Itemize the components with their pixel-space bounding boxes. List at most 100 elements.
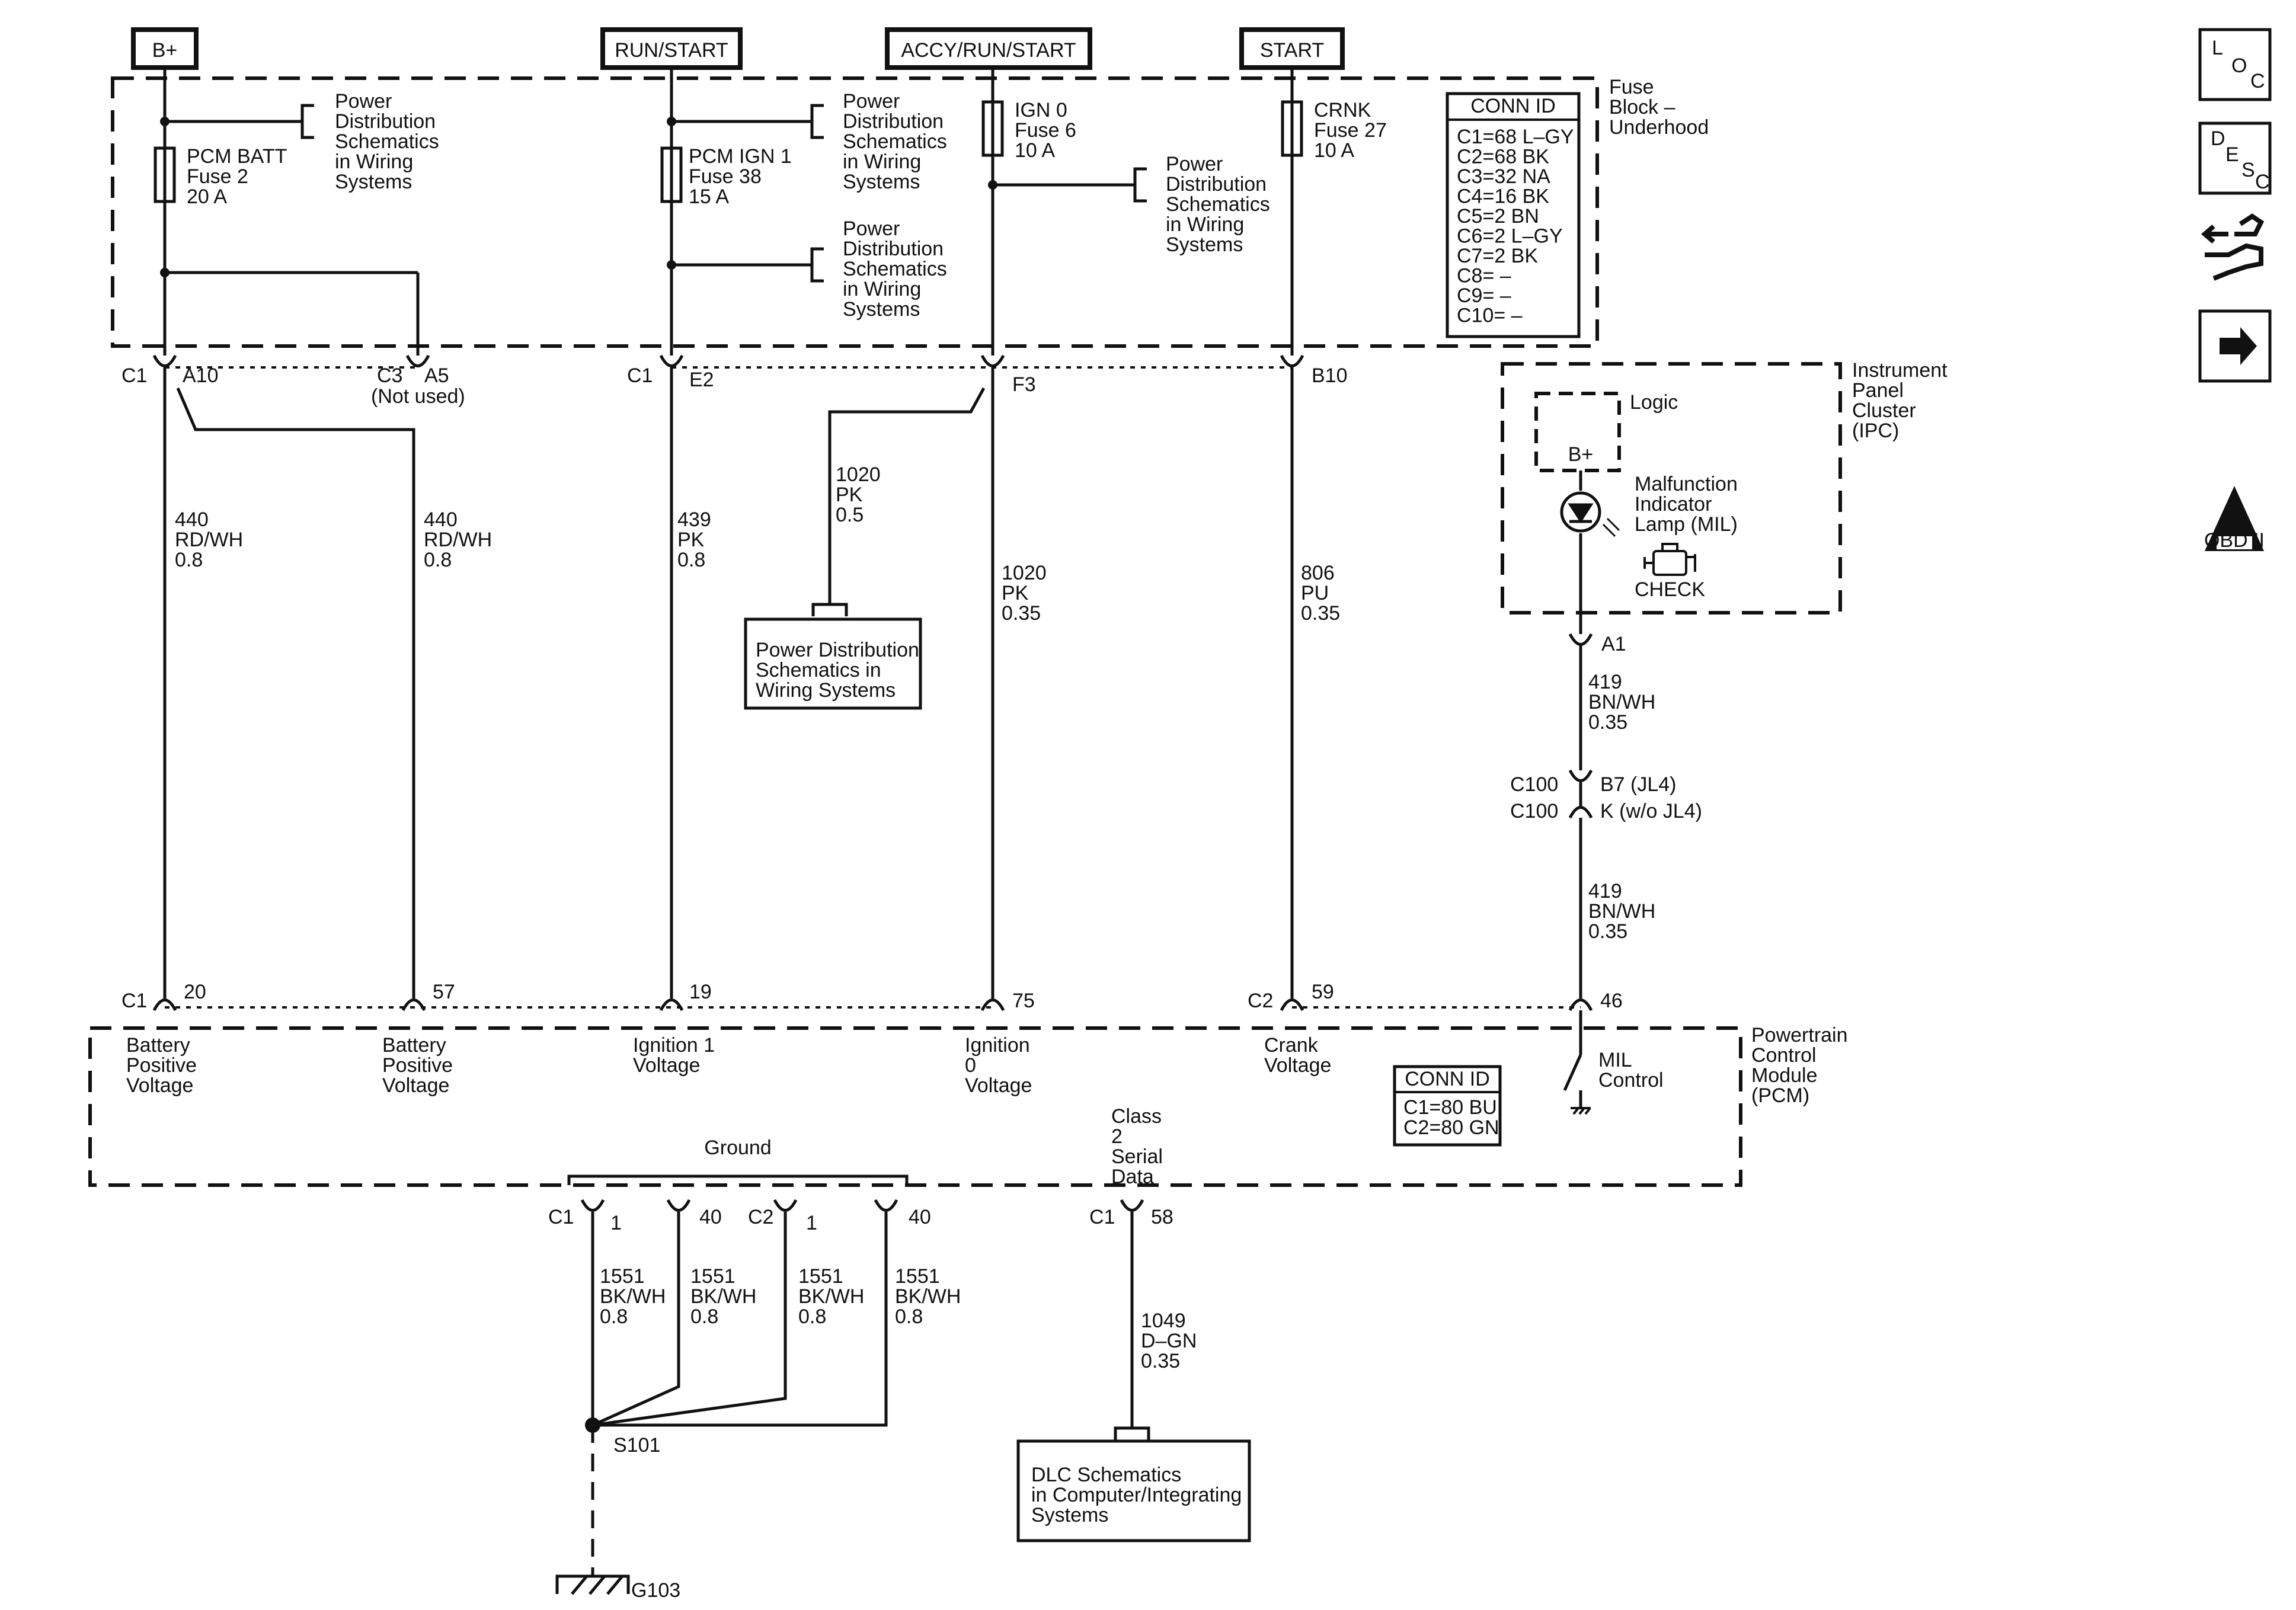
wire-1551-line: 0.8: [690, 1305, 718, 1328]
wire-440-line: 0.8: [175, 549, 203, 571]
c100-label: C100: [1510, 800, 1558, 822]
pcm-conn-id-title: CONN ID: [1405, 1068, 1490, 1090]
pds-ref-line: Systems: [843, 171, 920, 193]
fuse-pcm-batt-line: Fuse 2: [187, 165, 248, 188]
pds-ref-line: in Wiring: [1166, 213, 1244, 236]
pin-a10: A10: [183, 364, 219, 387]
pin-40: 40: [699, 1206, 722, 1228]
fuse-block-outline: [111, 76, 1599, 348]
c100-pin: K (w/o JL4): [1600, 800, 1702, 822]
wire-1049-line: 0.35: [1141, 1350, 1180, 1372]
supply-accy-run-start: ACCY/RUN/START: [901, 39, 1076, 62]
pds-box-label-line: Power Distribution: [756, 639, 919, 661]
pcm-label-batt2-line: Battery: [382, 1034, 446, 1057]
pds-ref-line: Schematics: [843, 258, 947, 280]
fuse-conn-id-row-line: C3=32 NA: [1457, 165, 1550, 188]
fuse-ign0-line: Fuse 6: [1015, 119, 1076, 142]
splice-s101: [585, 1417, 600, 1433]
wire-440-line: RD/WH: [424, 529, 492, 551]
pin-a1: A1: [1601, 633, 1626, 655]
pin-c2: C2: [748, 1206, 773, 1228]
pin-58: 58: [1151, 1206, 1173, 1228]
wire-440-line: 440: [424, 508, 458, 531]
wire-1020-line: 0.35: [1002, 602, 1041, 625]
pin-1: 1: [610, 1212, 622, 1234]
wire-1551-line: 0.8: [798, 1305, 826, 1328]
supply-start: START: [1260, 39, 1324, 62]
fuse-block-title-line: Block –: [1609, 96, 1675, 119]
desc-letter: E: [2225, 143, 2239, 166]
fuse-conn-id-box: [1446, 92, 1581, 338]
pds-ref-line: in Wiring: [335, 151, 413, 173]
dlc-box[interactable]: [1016, 1439, 1251, 1542]
pin-c2: C2: [1248, 990, 1273, 1012]
loc-icon[interactable]: [2198, 28, 2272, 101]
pcm-label-batt2-line: Positive: [382, 1054, 453, 1077]
supply-bplus: B+: [152, 39, 178, 62]
pcm-label-ign0-line: 0: [965, 1054, 976, 1077]
pds-ref-line: Systems: [335, 171, 412, 193]
pcm-conn-id-box: [1393, 1065, 1502, 1147]
fuse-conn-id-row-line: C5=2 BN: [1457, 205, 1539, 228]
pcm-label-batt1-line: Battery: [126, 1034, 190, 1057]
pds-ref-line: in Wiring: [843, 151, 921, 173]
wire-1551-line: 0.8: [895, 1305, 923, 1328]
wire-1551-line: BK/WH: [798, 1285, 864, 1308]
obd-roman: II: [2229, 510, 2240, 532]
loc-letter: O: [2231, 55, 2247, 77]
wire-1551-line: BK/WH: [600, 1285, 666, 1308]
pin-not-used: (Not used): [371, 385, 465, 408]
pds-ref-line: Systems: [1166, 233, 1243, 256]
pin-f3: F3: [1012, 373, 1036, 396]
engine-check-icon: [1643, 543, 1696, 576]
fuse-conn-id-row-line: C9= –: [1457, 284, 1511, 307]
ipc-logic-box: [1534, 392, 1621, 472]
pds-box[interactable]: [744, 617, 922, 710]
wire-1551-line: BK/WH: [690, 1285, 756, 1308]
pin-c1: C1: [121, 990, 147, 1012]
connector-end-view-icon[interactable]: [2201, 213, 2265, 281]
pds-box-label-line: Wiring Systems: [756, 679, 896, 702]
desc-letter: C: [2255, 171, 2270, 193]
wire-1020-line: 1020: [1002, 562, 1047, 584]
ipc-title-line: Cluster: [1852, 399, 1916, 422]
fuse-ign0-line: 10 A: [1015, 139, 1055, 162]
fuse-pcm-ign1-line: Fuse 38: [689, 165, 762, 188]
pin-e2: E2: [689, 369, 714, 391]
pds-ref-line: Power: [843, 217, 900, 240]
fuse-block-title-line: Fuse: [1609, 76, 1654, 98]
lamp-icon: [1560, 491, 1620, 537]
wire-419-line: 419: [1588, 880, 1622, 902]
fuse-conn-id-row-line: C10= –: [1457, 305, 1523, 327]
pcm-label-ign0-line: Ignition: [965, 1034, 1030, 1057]
fuse-conn-id-row-line: C7=2 BK: [1457, 245, 1538, 267]
supply-run-start: RUN/START: [615, 39, 728, 62]
ipc-outline: [1501, 362, 1842, 614]
fuse-crnk-line: Fuse 27: [1314, 119, 1387, 142]
fuse-pcm-batt-line: PCM BATT: [187, 145, 287, 168]
pcm-label-class2-line: 2: [1111, 1125, 1123, 1148]
pds-ref-line: Schematics: [335, 130, 439, 153]
pin-c3: C3: [377, 364, 402, 387]
ipc-check: CHECK: [1635, 578, 1705, 601]
c100-pin: B7 (JL4): [1600, 773, 1677, 796]
fuse-pcm-batt-line: 20 A: [187, 185, 227, 208]
pin-c1: C1: [548, 1206, 574, 1228]
pin-c1: C1: [121, 364, 147, 387]
desc-icon[interactable]: [2198, 121, 2272, 195]
fuse-pcm-ign1-line: PCM IGN 1: [689, 145, 792, 168]
pds-ref-line: Schematics: [843, 130, 947, 153]
fuse-pcm-ign1-line: 15 A: [689, 185, 729, 208]
dlc-box-label-line: DLC Schematics: [1031, 1464, 1181, 1486]
obd-ii-icon[interactable]: [2205, 486, 2264, 551]
pds-ref-line: Distribution: [843, 238, 944, 260]
fuse-crnk-line: 10 A: [1314, 139, 1354, 162]
wire-806-line: 806: [1301, 562, 1335, 584]
pin-20: 20: [184, 981, 206, 1003]
wire-806-line: PU: [1301, 582, 1329, 604]
desc-letter: D: [2211, 127, 2225, 150]
obd-label: OBD II: [2204, 529, 2265, 552]
wire-1551-line: 1551: [895, 1265, 940, 1288]
pcm-label-mil-line: MIL: [1598, 1049, 1632, 1071]
